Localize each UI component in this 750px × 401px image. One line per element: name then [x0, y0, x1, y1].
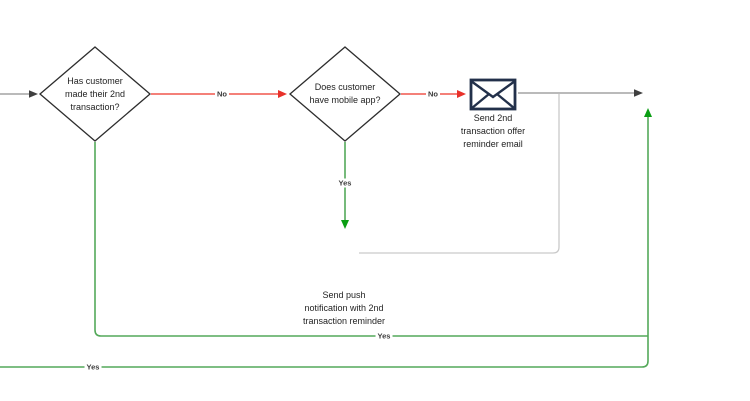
edge-label-yes-bottom: Yes [84, 362, 102, 372]
arrowhead-red-icon [278, 90, 287, 98]
arrowhead-right-icon [29, 90, 38, 98]
arrowhead-red-icon [457, 90, 466, 98]
edge-yes-bottom[interactable] [0, 117, 649, 368]
arrowhead-green-up-icon [644, 108, 652, 117]
edge-label-yes-push: Yes [375, 331, 393, 341]
arrowhead-right-icon [634, 89, 643, 97]
edge-yes-push[interactable] [94, 142, 648, 337]
arrowhead-green-down-icon [341, 220, 349, 229]
decision-diamond-mobile-app[interactable] [288, 46, 402, 142]
edge-label-no-1: No [215, 89, 229, 99]
edge-push-to-merge[interactable] [359, 94, 560, 254]
edge-label-no-2: No [426, 89, 440, 99]
decision-diamond-2nd-transaction[interactable] [38, 46, 152, 142]
envelope-icon[interactable] [469, 78, 517, 111]
edge-label-yes-mobile: Yes [336, 178, 354, 188]
